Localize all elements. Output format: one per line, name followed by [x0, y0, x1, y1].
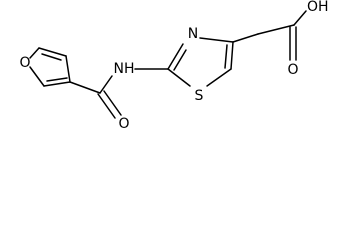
atom-thiazole-nitrogen: N — [188, 26, 198, 42]
bond-thiazole-c2-n3 — [167, 43, 184, 70]
bond-c4-ch2 — [232, 33, 259, 43]
bond-furan-c2-c3-inner — [46, 77, 68, 82]
bond-ch2-cooh — [257, 24, 295, 35]
bond-thiazole-c2-n3-inner — [173, 49, 187, 71]
bond-carbonyl-o-left — [97, 93, 116, 119]
atom-acid-oxygen: O — [287, 62, 298, 78]
bond-furan-carbonyl — [69, 81, 101, 94]
acetic-acid-group — [232, 10, 307, 61]
bond-thiazole-c4-c5-inner — [224, 44, 228, 69]
bond-furan-c4-c5 — [38, 47, 67, 57]
bond-thiazole-n3-c4 — [199, 37, 234, 43]
bond-thiazole-c4-c5 — [230, 41, 234, 70]
atom-carbonyl-oxygen: O — [118, 116, 129, 132]
furan-ring — [29, 47, 71, 87]
atom-amide-nh: NH — [114, 61, 135, 77]
bond-furan-c2-c3 — [43, 81, 71, 87]
amide-group — [69, 68, 169, 119]
atom-acid-hydroxyl: OH — [307, 0, 329, 15]
bond-furan-c4-c5-inner — [41, 53, 62, 61]
bond-acid-c-oh — [293, 10, 307, 26]
bond-furan-o-c2 — [29, 66, 45, 87]
bond-furan-c3-c4 — [65, 55, 71, 83]
bond-thiazole-s1-c2 — [167, 68, 191, 87]
bond-furan-c5-o — [29, 47, 40, 59]
atom-furan-oxygen: O — [19, 55, 30, 71]
bond-carbonyl-o-right — [103, 90, 122, 116]
bond-thiazole-c5-s1 — [206, 68, 232, 87]
atom-labels: O NH O N S O OH — [19, 0, 328, 132]
molecule-structure: O NH O N S O OH — [19, 0, 328, 132]
thiazole-ring — [167, 37, 234, 87]
atom-thiazole-sulfur: S — [195, 88, 204, 104]
molecule-svg: O NH O N S O OH — [19, 0, 328, 132]
bond-carbonyl-nh — [99, 75, 113, 94]
